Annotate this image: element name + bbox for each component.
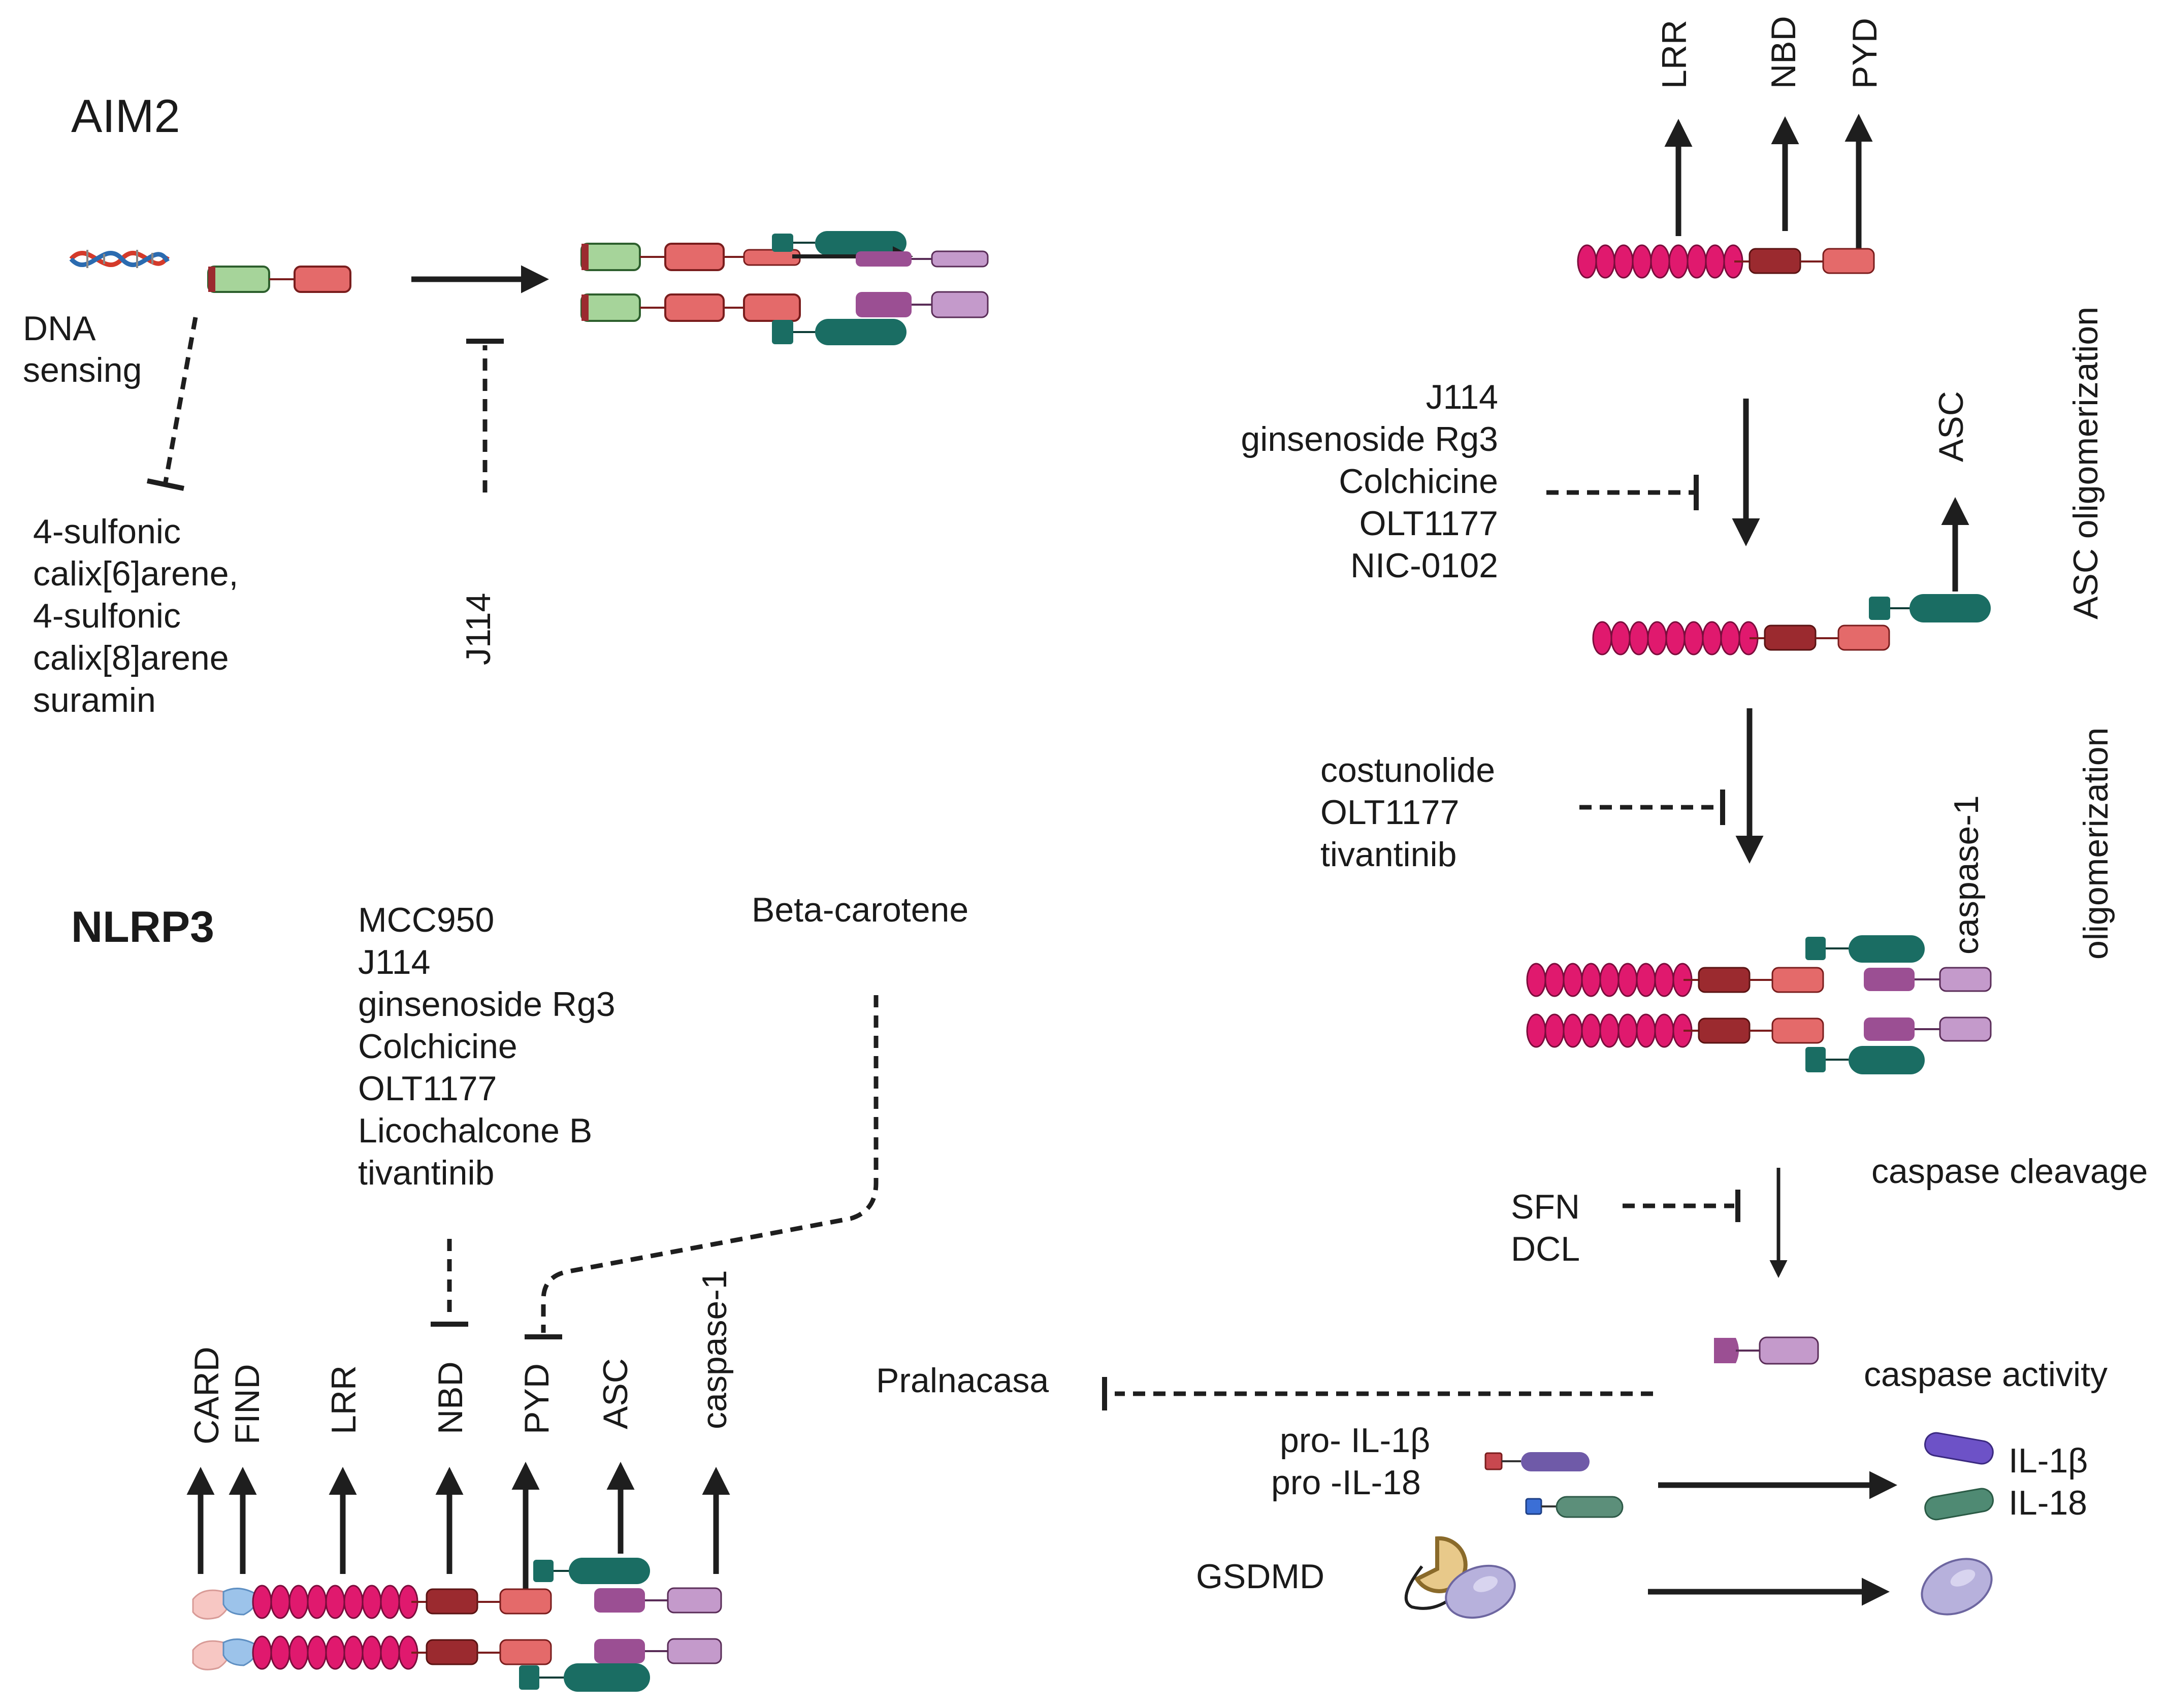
right-inhibitor-olig-1: costunolide <box>1320 751 1495 790</box>
right-inhibitor-asc-3: Colchicine <box>1339 462 1498 501</box>
gsdmd-icon <box>1404 1536 1516 1619</box>
nlrp3-inhibitor-3: ginsenoside Rg3 <box>358 985 616 1024</box>
nlrp3-inhibitor-7: tivantinib <box>358 1154 494 1192</box>
aim2-dna-inhibition <box>146 317 198 491</box>
domain-label-lrr: LRR <box>325 1365 363 1434</box>
asc-oligomerization-label: ASC oligomerization <box>2066 307 2105 619</box>
active-caspase <box>1714 1336 1819 1365</box>
pro-il1b-label: pro- IL-1β <box>1280 1421 1430 1460</box>
pro-il18-label: pro -IL-18 <box>1271 1463 1421 1502</box>
mature-cytokines <box>1924 1432 1994 1521</box>
asc-label: ASC <box>1932 391 1970 462</box>
domain-label-find: FIND <box>228 1364 267 1444</box>
il1b-label: IL-1β <box>2009 1441 2088 1480</box>
aim2-inhibitor-3: 4-sulfonic <box>33 597 181 635</box>
domain-label-asc: ASC <box>596 1358 635 1429</box>
right-inhibitor-asc-2: ginsenoside Rg3 <box>1241 420 1498 458</box>
aim2-title: AIM2 <box>71 90 180 142</box>
dna-helix-icon <box>69 250 170 268</box>
nlrp3-inhibitor-6: Licochalcone B <box>358 1111 592 1150</box>
oligomerization-label: oligomerization <box>2077 728 2115 960</box>
nlrp3-inflammasome <box>192 1558 722 1692</box>
aim2-inflammasome <box>580 231 989 345</box>
aim2-j114-label: J114 <box>459 593 498 665</box>
dna-label-line1: DNA <box>23 309 96 348</box>
nlrp3-inhibitor-1: MCC950 <box>358 901 494 939</box>
nlrp3-domain-arrows <box>186 1462 730 1589</box>
gsdmd-cleaved-icon <box>1921 1558 1993 1616</box>
nlrp3-title: NLRP3 <box>71 903 214 951</box>
gsdmd-label: GSDMD <box>1196 1557 1324 1596</box>
right-inhibitor-asc-1: J114 <box>1426 378 1498 416</box>
asc-inhibition <box>1546 475 1699 510</box>
right-inhibitor-asc-5: NIC-0102 <box>1350 546 1498 585</box>
right-domain-nbd: NBD <box>1764 16 1803 89</box>
aim2-inhibitor-2: calix[6]arene, <box>33 554 238 593</box>
right-inhibitor-olig-3: tivantinib <box>1320 835 1456 874</box>
domain-label-card: CARD <box>187 1346 226 1444</box>
domain-label-caspase1: caspase-1 <box>695 1270 734 1429</box>
nlrp3-inhibitor-4: Colchicine <box>358 1027 517 1066</box>
right-inhibitor-asc-4: OLT1177 <box>1359 504 1498 543</box>
il18-label: IL-18 <box>2009 1484 2087 1522</box>
nlrp3-monomer <box>1577 244 1875 279</box>
nlrp3-inhibitor-2: J114 <box>358 943 430 981</box>
aim2-inhibitor-5: suramin <box>33 681 156 719</box>
pralnacasa-label: Pralnacasa <box>876 1361 1049 1400</box>
right-inhibitor-cleavage-1: SFN <box>1511 1188 1580 1226</box>
right-inhibitor-olig-2: OLT1177 <box>1320 793 1459 832</box>
oligomerization-inhibition <box>1579 790 1725 825</box>
pro-cytokines <box>1484 1452 1624 1518</box>
aim2-j114-inhibition <box>466 339 504 492</box>
right-inhibitor-cleavage-2: DCL <box>1511 1230 1580 1268</box>
aim2-inhibitor-1: 4-sulfonic <box>33 512 181 551</box>
caspase-activity-label: caspase activity <box>1864 1355 2108 1394</box>
beta-carotene-inhibition <box>525 995 879 1339</box>
nbd-inhibition <box>431 1239 468 1327</box>
caspase-cleavage-label: caspase cleavage <box>1871 1152 2148 1191</box>
aim2-inhibitor-4: calix[8]arene <box>33 639 229 677</box>
right-top-arrows <box>1664 114 1873 251</box>
domain-label-pyd: PYD <box>517 1363 556 1434</box>
pralnacasa-inhibition <box>1102 1377 1653 1410</box>
domain-label-nbd: NBD <box>431 1361 470 1434</box>
aim2-monomer <box>207 266 351 293</box>
nlrp3-asc-complex <box>1592 594 1991 655</box>
right-domain-lrr: LRR <box>1655 20 1694 89</box>
dna-label-line2: sensing <box>23 351 142 389</box>
cleavage-inhibition <box>1623 1190 1740 1222</box>
right-domain-pyd: PYD <box>1846 18 1884 89</box>
beta-carotene-label: Beta-carotene <box>752 891 968 929</box>
right-caspase1-label: caspase-1 <box>1947 795 1986 955</box>
nlrp3-inhibitor-5: OLT1177 <box>358 1069 497 1108</box>
nlrp3-oligomer <box>1526 935 1992 1074</box>
